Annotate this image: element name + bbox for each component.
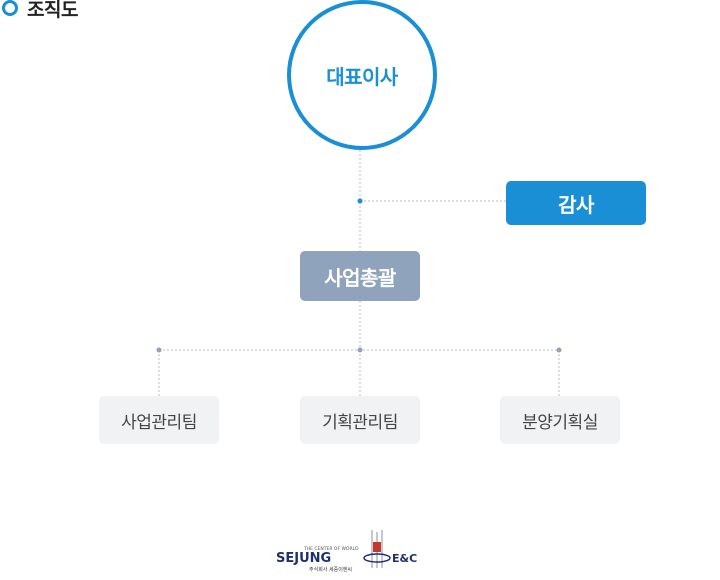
ceo-label: 대표이사 xyxy=(326,64,398,89)
logo-emblem-icon xyxy=(363,530,391,568)
company-logo: THE CENTER OF WORLD SEJUNG E&C 주식회사 세중이엔… xyxy=(276,530,417,573)
team-node-sales-planning: 분양기획실 xyxy=(500,396,620,444)
team-node-business-management: 사업관리팀 xyxy=(99,396,219,444)
node-dot-team-1 xyxy=(156,347,162,353)
node-dot-audit xyxy=(357,198,363,204)
team-label: 사업관리팀 xyxy=(121,412,197,433)
logo-tagline: THE CENTER OF WORLD xyxy=(303,546,359,552)
page-title: 조직도 xyxy=(27,0,78,21)
general-manager-label: 사업총괄 xyxy=(324,265,396,290)
logo-korean: 주식회사 세중이엔씨 xyxy=(309,566,352,573)
team-label: 분양기획실 xyxy=(522,412,598,433)
logo-name: SEJUNG xyxy=(276,551,331,566)
node-dot-team-3 xyxy=(556,347,562,353)
logo-suffix: E&C xyxy=(392,552,417,565)
audit-label: 감사 xyxy=(558,192,594,217)
team-node-planning-management: 기획관리팀 xyxy=(300,396,420,444)
team-label: 기획관리팀 xyxy=(322,412,398,433)
ceo-node: 대표이사 xyxy=(287,0,437,150)
audit-node: 감사 xyxy=(506,181,646,225)
node-dot-team-2 xyxy=(357,347,363,353)
page-heading: 조직도 xyxy=(0,0,78,30)
ring-icon xyxy=(2,0,18,16)
general-manager-node: 사업총괄 xyxy=(300,251,420,301)
